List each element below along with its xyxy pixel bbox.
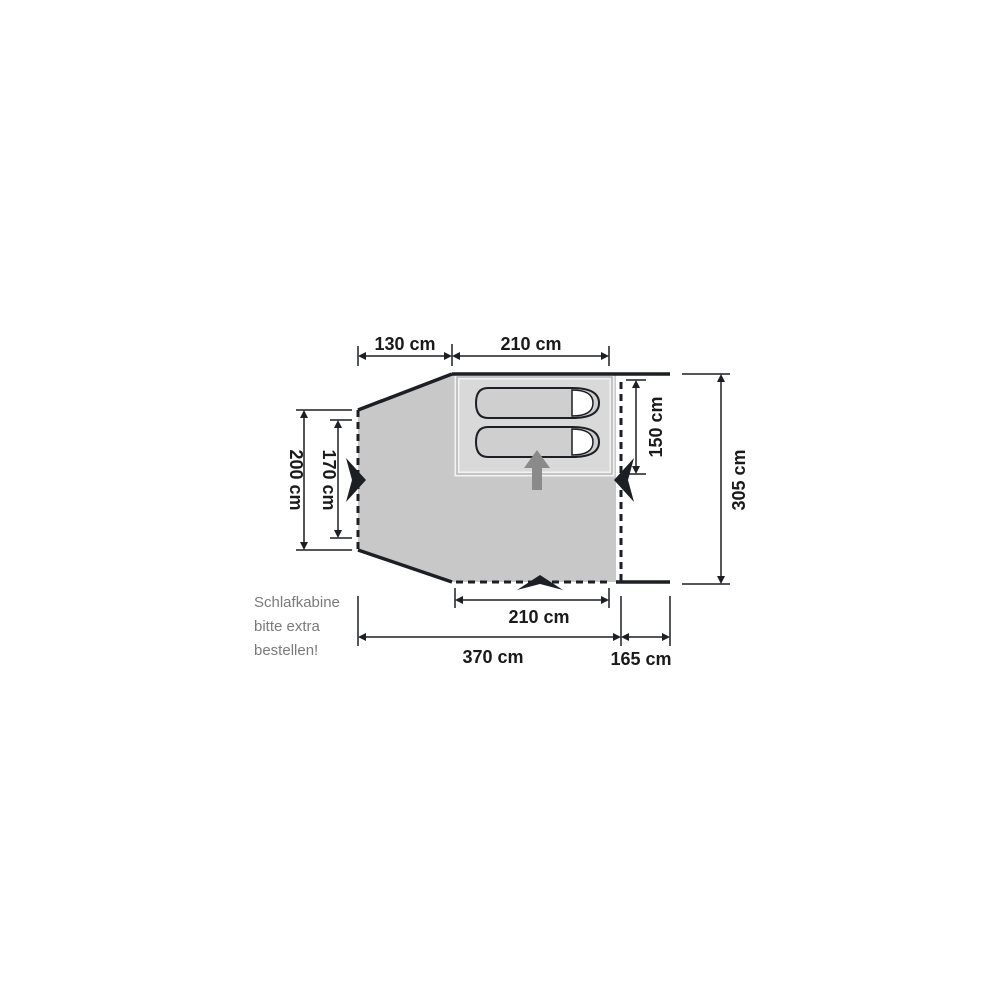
door-marker-bottom-icon bbox=[517, 575, 563, 590]
dim-label-cabin-height: 150 cm bbox=[646, 396, 666, 457]
dim-label-top-left: 130 cm bbox=[374, 334, 435, 354]
dim-label-bottom-total: 370 cm bbox=[462, 647, 523, 667]
door-marker-left-icon bbox=[346, 458, 366, 502]
dim-label-top-right: 210 cm bbox=[500, 334, 561, 354]
dim-label-bottom-extension: 165 cm bbox=[610, 649, 671, 669]
entry-arrow-icon bbox=[524, 450, 550, 490]
note-line-1: Schlafkabine bbox=[254, 594, 340, 611]
dim-label-bottom-inner: 210 cm bbox=[508, 607, 569, 627]
note-line-2: bitte extra bbox=[254, 618, 321, 635]
sleeping-bag-icon bbox=[474, 387, 601, 419]
dimension-lines bbox=[296, 344, 730, 646]
dim-label-left-inner: 170 cm bbox=[319, 449, 339, 510]
note-line-3: bestellen! bbox=[254, 642, 318, 659]
door-marker-right-icon bbox=[614, 458, 634, 502]
dim-label-right-total: 305 cm bbox=[729, 449, 749, 510]
dim-label-left-outer: 200 cm bbox=[286, 449, 306, 510]
sleeping-bag-icon bbox=[474, 426, 601, 458]
